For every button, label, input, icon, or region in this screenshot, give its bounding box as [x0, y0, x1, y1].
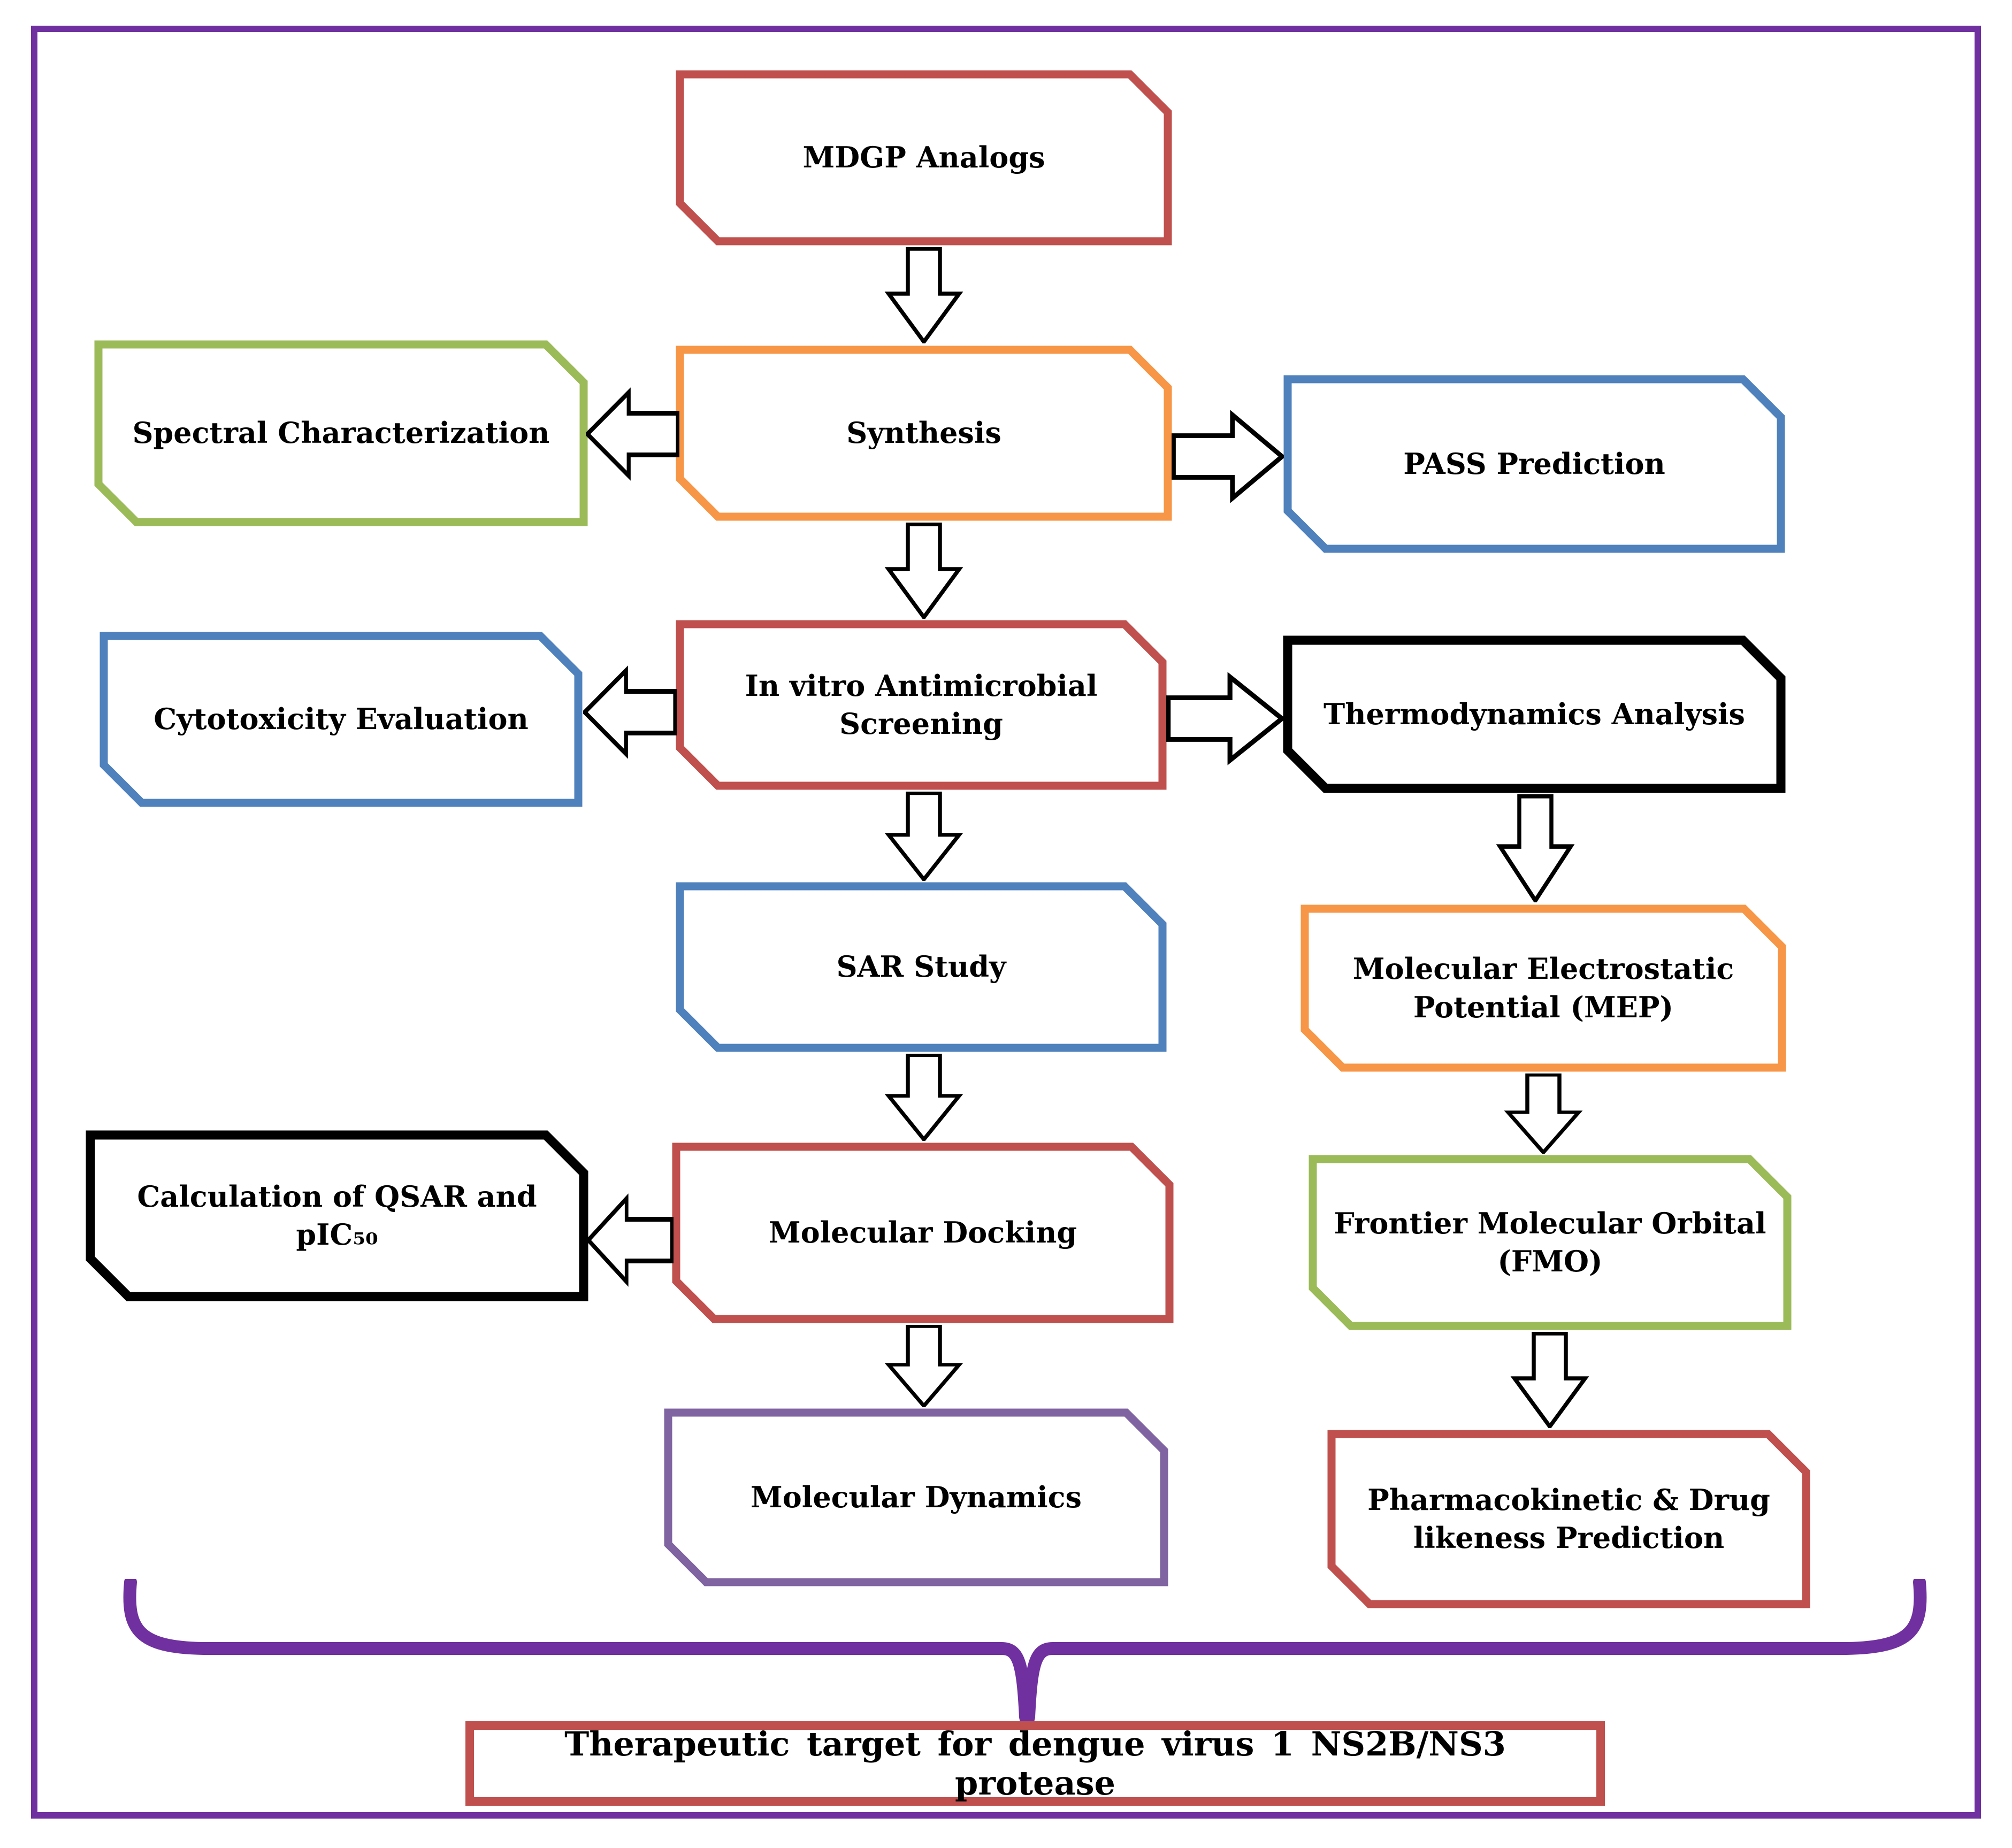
therapeutic-target-label: Therapeutic target for dengue virus 1 NS…	[564, 1724, 1506, 1803]
arrow-molecular-electrostatic-potential-to-frontier-molecular-orbital	[1503, 1073, 1583, 1154]
down-block-arrow-icon	[884, 792, 963, 881]
node-sar-study: SAR Study	[675, 881, 1167, 1053]
node-calculation-of-qsar-and-pic50: Calculation of QSAR and pIC₅₀	[86, 1130, 588, 1301]
node-cytotoxicity-evaluation-shape	[100, 632, 583, 807]
arrow-in-vitro-antimicrobial-screening-to-sar-study	[884, 792, 964, 881]
node-frontier-molecular-orbital-shape	[1309, 1155, 1792, 1330]
node-spectral-characterization-shape	[94, 340, 588, 526]
node-calculation-of-qsar-and-pic50-label: Calculation of QSAR and pIC₅₀	[137, 1179, 537, 1252]
arrow-molecular-docking-to-calculation-of-qsar-and-pic50	[587, 1193, 674, 1287]
right-block-arrow-icon	[1166, 672, 1284, 765]
node-frontier-molecular-orbital-label: Frontier Molecular Orbital (FMO)	[1334, 1206, 1766, 1278]
left-block-arrow-icon	[587, 1193, 674, 1287]
therapeutic-target-box: Therapeutic target for dengue virus 1 NS…	[465, 1721, 1605, 1806]
node-pharmacokinetic-drug-likeness: Pharmacokinetic & Drug likeness Predicti…	[1327, 1429, 1811, 1609]
page-border	[31, 26, 1981, 1819]
down-block-arrow-icon	[884, 523, 963, 619]
node-molecular-electrostatic-potential: Molecular Electrostatic Potential (MEP)	[1300, 904, 1787, 1072]
node-in-vitro-antimicrobial-screening: In vitro Antimicrobial Screening	[675, 619, 1167, 791]
arrow-synthesis-to-pass-prediction	[1172, 409, 1284, 504]
node-molecular-dynamics: Molecular Dynamics	[663, 1408, 1169, 1587]
node-synthesis: Synthesis	[675, 345, 1173, 522]
down-block-arrow-icon	[1504, 1073, 1583, 1154]
node-calculation-of-qsar-and-pic50-shape	[86, 1130, 588, 1301]
arrow-frontier-molecular-orbital-to-pharmacokinetic-drug-likeness	[1510, 1332, 1590, 1428]
node-spectral-characterization-label: Spectral Characterization	[132, 416, 550, 450]
down-block-arrow-icon	[884, 1325, 963, 1407]
node-in-vitro-antimicrobial-screening-shape	[676, 620, 1167, 790]
arrow-synthesis-to-in-vitro-antimicrobial-screening	[884, 523, 964, 619]
node-pass-prediction-shape	[1283, 375, 1785, 553]
arrow-thermodynamics-analysis-to-molecular-electrostatic-potential	[1495, 794, 1575, 902]
node-molecular-dynamics-label: Molecular Dynamics	[751, 1479, 1082, 1514]
arrow-synthesis-to-spectral-characterization	[586, 387, 679, 481]
arrow-mdgp-analogs-to-synthesis	[884, 247, 964, 343]
right-block-arrow-icon	[1172, 410, 1284, 503]
arrow-sar-study-to-molecular-docking	[884, 1054, 964, 1141]
node-pass-prediction-label: PASS Prediction	[1403, 446, 1665, 481]
node-thermodynamics-analysis: Thermodynamics Analysis	[1283, 635, 1786, 793]
node-cytotoxicity-evaluation-label: Cytotoxicity Evaluation	[154, 702, 529, 737]
down-block-arrow-icon	[1496, 794, 1575, 902]
node-molecular-docking-shape	[672, 1142, 1174, 1323]
node-thermodynamics-analysis-label: Thermodynamics Analysis	[1324, 696, 1745, 731]
arrow-molecular-docking-to-molecular-dynamics	[884, 1325, 964, 1407]
node-frontier-molecular-orbital: Frontier Molecular Orbital (FMO)	[1308, 1154, 1792, 1331]
node-pharmacokinetic-drug-likeness-shape	[1327, 1430, 1810, 1608]
node-mdgp-analogs-label: MDGP Analogs	[802, 140, 1045, 175]
node-molecular-docking-label: Molecular Docking	[768, 1215, 1077, 1250]
node-synthesis-shape	[676, 346, 1172, 521]
node-mdgp-analogs: MDGP Analogs	[675, 70, 1173, 246]
down-block-arrow-icon	[884, 1054, 963, 1141]
node-molecular-electrostatic-potential-label: Molecular Electrostatic Potential (MEP)	[1352, 952, 1734, 1024]
node-molecular-electrostatic-potential-shape	[1300, 904, 1786, 1072]
left-block-arrow-icon	[586, 387, 679, 481]
arrow-in-vitro-antimicrobial-screening-to-thermodynamics-analysis	[1166, 671, 1284, 766]
node-sar-study-label: SAR Study	[836, 949, 1006, 984]
node-sar-study-shape	[676, 882, 1167, 1052]
down-block-arrow-icon	[884, 247, 963, 343]
node-synthesis-label: Synthesis	[846, 416, 1001, 450]
left-block-arrow-icon	[583, 665, 677, 759]
node-mdgp-analogs-shape	[676, 70, 1172, 246]
node-molecular-dynamics-shape	[664, 1408, 1168, 1586]
arrow-in-vitro-antimicrobial-screening-to-cytotoxicity-evaluation	[583, 665, 677, 760]
node-in-vitro-antimicrobial-screening-label: In vitro Antimicrobial Screening	[745, 668, 1098, 741]
node-pharmacokinetic-drug-likeness-label: Pharmacokinetic & Drug likeness Predicti…	[1367, 1482, 1770, 1555]
node-spectral-characterization: Spectral Characterization	[94, 340, 588, 527]
down-block-arrow-icon	[1510, 1332, 1589, 1428]
node-cytotoxicity-evaluation: Cytotoxicity Evaluation	[99, 631, 583, 808]
node-thermodynamics-analysis-shape	[1283, 635, 1786, 793]
node-molecular-docking: Molecular Docking	[671, 1142, 1174, 1324]
node-pass-prediction: PASS Prediction	[1283, 374, 1786, 554]
